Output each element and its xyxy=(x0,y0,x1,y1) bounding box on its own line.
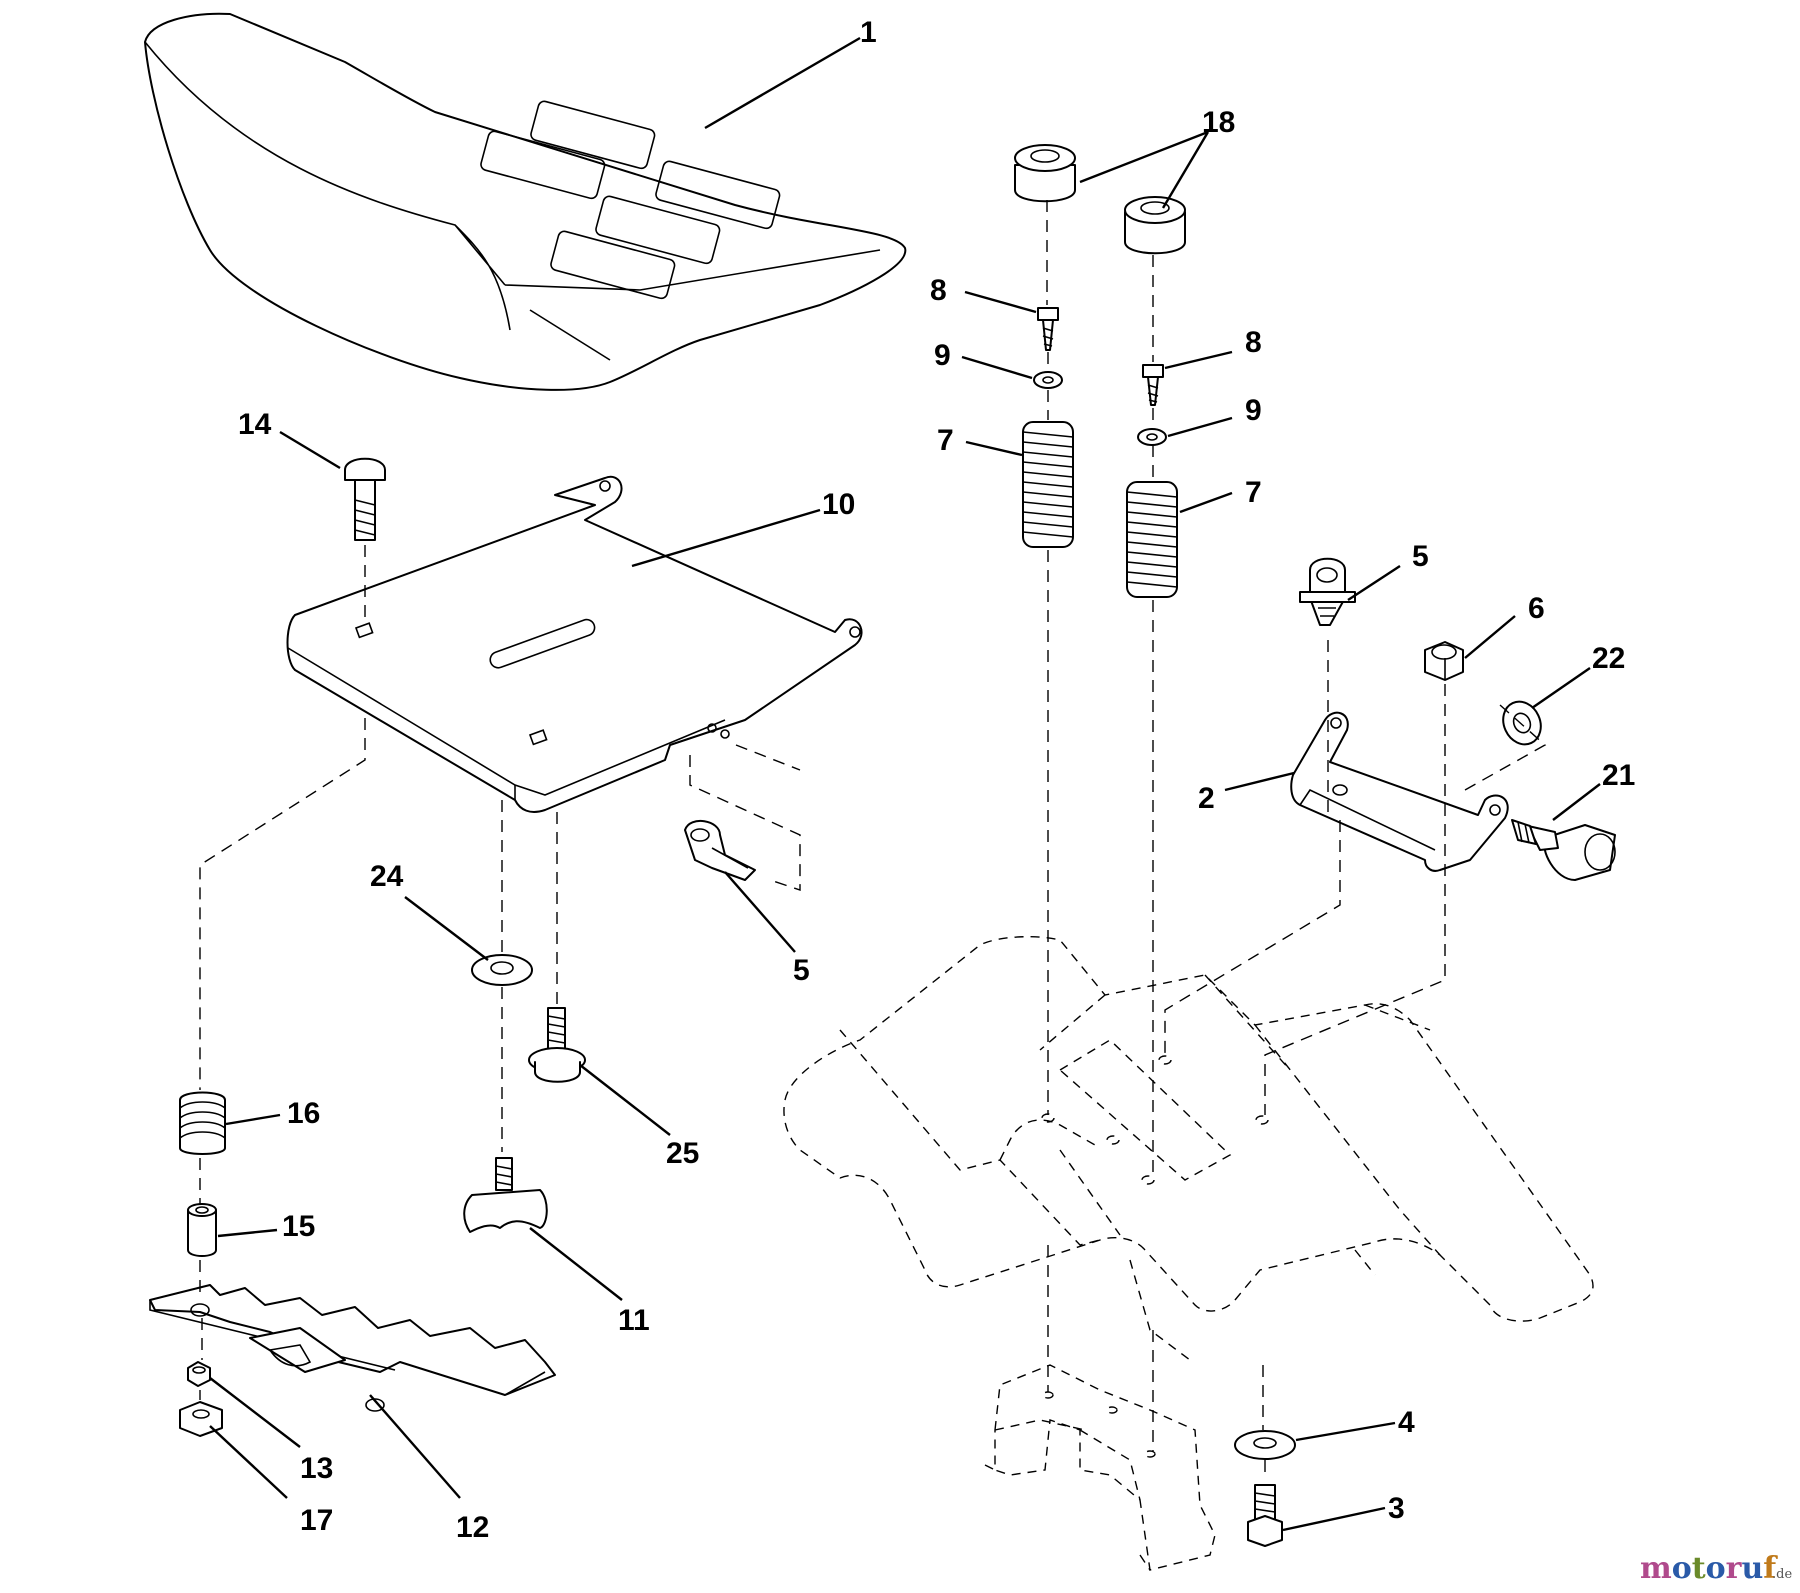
washer-part-24 xyxy=(471,954,533,986)
callout-3: 3 xyxy=(1388,1492,1405,1525)
callout-16: 16 xyxy=(287,1097,320,1130)
spring-part-16 xyxy=(179,1091,226,1155)
callout-labels: 1 18 8 8 9 9 7 7 14 10 5 6 22 2 21 24 5 … xyxy=(238,16,1635,1544)
nut-part-13 xyxy=(187,1361,211,1387)
knob-part-11 xyxy=(463,1157,548,1233)
seat-pan-part-10 xyxy=(286,475,863,813)
wm-letter-o1: o xyxy=(1672,1551,1692,1586)
callout-17: 17 xyxy=(300,1504,333,1537)
clip-part-5-right xyxy=(1299,557,1356,626)
wm-suffix: .de xyxy=(1772,1567,1792,1582)
callout-2: 2 xyxy=(1198,782,1215,815)
washer-part-4 xyxy=(1234,1430,1296,1460)
wm-letter-f: f xyxy=(1763,1551,1778,1586)
washer-part-9b xyxy=(1137,428,1167,446)
wm-letter-m: m xyxy=(1640,1551,1672,1586)
slide-plate-part-12 xyxy=(149,1284,556,1412)
callout-7-left: 7 xyxy=(937,424,954,457)
wm-letter-u: u xyxy=(1741,1551,1763,1586)
rubber-bumper-part-18b xyxy=(1124,196,1186,255)
callout-21: 21 xyxy=(1602,759,1635,792)
spring-part-7b xyxy=(1126,481,1178,598)
callout-11: 11 xyxy=(618,1304,650,1337)
callout-6: 6 xyxy=(1528,592,1545,625)
svg-text:motoruf: motoruf xyxy=(1640,1551,1778,1586)
callout-25: 25 xyxy=(666,1137,699,1170)
rubber-bumper-part-18a xyxy=(1014,144,1076,203)
callout-9-right: 9 xyxy=(1245,394,1262,427)
screw-part-8b xyxy=(1142,364,1164,406)
bracket-part-2 xyxy=(1290,711,1509,872)
callout-13: 13 xyxy=(300,1452,333,1485)
screw-part-8a xyxy=(1037,307,1059,351)
callout-4: 4 xyxy=(1398,1406,1415,1439)
wm-letter-o2: o xyxy=(1706,1551,1726,1586)
callout-9-left: 9 xyxy=(934,339,951,372)
callout-15: 15 xyxy=(282,1210,315,1243)
callout-14: 14 xyxy=(238,408,272,441)
callout-5-right: 5 xyxy=(1412,540,1429,573)
callout-8-right: 8 xyxy=(1245,326,1262,359)
spacer-part-15 xyxy=(187,1203,217,1257)
motoruf-watermark: motoruf .de xyxy=(1640,1551,1792,1586)
leader-lines xyxy=(209,36,1601,1532)
callout-10: 10 xyxy=(822,488,855,521)
lock-nut-part-6 xyxy=(1424,641,1464,681)
callout-22: 22 xyxy=(1592,642,1625,675)
callout-18: 18 xyxy=(1202,106,1235,139)
wm-letter-t: t xyxy=(1692,1551,1706,1586)
callout-5-left: 5 xyxy=(793,954,810,987)
carriage-bolt-part-14 xyxy=(344,457,386,541)
callout-8-left: 8 xyxy=(930,274,947,307)
callout-24: 24 xyxy=(370,860,404,893)
washer-part-9a xyxy=(1033,371,1063,389)
seat-part-1 xyxy=(144,12,907,391)
clip-part-5-left xyxy=(684,820,756,881)
wm-letter-r: r xyxy=(1726,1551,1743,1586)
shoulder-bolt-part-21 xyxy=(1511,819,1616,881)
callout-12: 12 xyxy=(456,1511,489,1544)
tractor-frame-ghost xyxy=(783,936,1594,1571)
callout-7-right: 7 xyxy=(1245,476,1262,509)
spring-part-7a xyxy=(1022,421,1074,548)
callout-1: 1 xyxy=(860,16,877,49)
hex-bolt-part-3 xyxy=(1247,1484,1283,1547)
shoulder-bolt-part-25 xyxy=(528,1007,586,1083)
assembly-lines xyxy=(199,200,1547,1480)
